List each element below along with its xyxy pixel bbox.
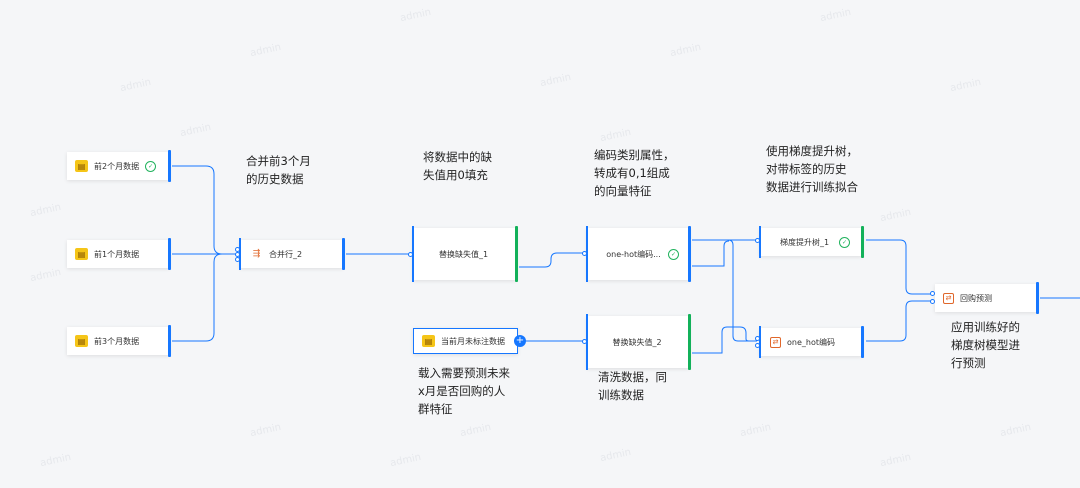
note-fill-missing: 将数据中的缺 失值用0填充 xyxy=(423,150,492,182)
node-merge-rows[interactable]: ⇶ 合并行_2 xyxy=(239,238,345,270)
node-prev3-data[interactable]: ▤ 前3个月数据 xyxy=(67,325,171,357)
check-circle-icon: ✓ xyxy=(668,248,679,260)
note-predict: 应用训练好的 梯度树模型进 行预测 xyxy=(951,320,1020,370)
check-circle-icon: ✓ xyxy=(839,236,850,248)
input-port-dot[interactable] xyxy=(930,299,935,304)
node-label: one-hot编码... xyxy=(606,249,661,259)
node-gbdt[interactable]: 梯度提升树_1 ✓ xyxy=(759,226,864,258)
database-icon: ▤ xyxy=(75,160,88,172)
node-replace-missing-1[interactable]: 替换缺失值_1 xyxy=(412,226,518,282)
database-icon: ▤ xyxy=(422,335,435,347)
output-port[interactable] xyxy=(861,326,864,358)
output-port[interactable] xyxy=(861,226,864,258)
node-label: 替换缺失值_2 xyxy=(612,337,662,347)
note-clean-data: 清洗数据，同 训练数据 xyxy=(598,370,667,402)
output-port[interactable] xyxy=(168,325,171,357)
edge-prev2-merge xyxy=(172,165,238,255)
input-port[interactable] xyxy=(759,226,761,258)
note-load-data: 载入需要预测未来 x月是否回购的人 群特征 xyxy=(418,366,510,416)
edge-replace1-onehot xyxy=(519,252,584,268)
output-port[interactable] xyxy=(688,226,691,282)
node-label: 合并行_2 xyxy=(269,249,303,259)
input-port[interactable] xyxy=(412,226,414,282)
input-port-dot[interactable] xyxy=(235,257,240,262)
node-label: 前1个月数据 xyxy=(94,249,140,259)
input-port-dot[interactable] xyxy=(235,252,240,257)
edge-prev3-merge xyxy=(172,253,238,342)
output-port[interactable] xyxy=(342,238,345,270)
output-port[interactable] xyxy=(1036,282,1039,314)
node-current-month-data[interactable]: ▤ 当前月未标注数据 xyxy=(413,328,518,354)
node-prev2-data[interactable]: ▤ 前2个月数据 ✓ xyxy=(67,150,171,182)
input-port[interactable] xyxy=(586,226,588,282)
edge-onehot-model xyxy=(692,239,757,342)
node-label: 前2个月数据 xyxy=(94,161,140,171)
edge-gbdt-predict xyxy=(866,239,932,295)
node-prev1-data[interactable]: ▤ 前1个月数据 xyxy=(67,238,171,270)
input-port-dot[interactable] xyxy=(755,343,760,348)
note-merge: 合并前3个月 的历史数据 xyxy=(246,154,311,186)
input-port[interactable] xyxy=(239,238,241,270)
output-port[interactable] xyxy=(515,226,518,282)
node-label: 当前月未标注数据 xyxy=(441,336,505,346)
input-port-dot[interactable] xyxy=(930,291,935,296)
input-port-dot[interactable] xyxy=(755,336,760,341)
plus-port-icon[interactable]: + xyxy=(514,335,526,347)
note-encode: 编码类别属性， 转成有0,1组成 的向量特征 xyxy=(594,148,675,198)
input-port-dot[interactable] xyxy=(408,252,413,257)
input-port-dot[interactable] xyxy=(755,238,760,243)
node-label: 回购预测 xyxy=(960,293,992,303)
check-circle-icon: ✓ xyxy=(145,160,157,172)
input-port[interactable] xyxy=(759,326,761,358)
input-port-dot[interactable] xyxy=(582,339,587,344)
node-onehot-encode-apply[interactable]: ⇄ one_hot编码 xyxy=(759,326,864,358)
node-label: one_hot编码 xyxy=(787,337,835,347)
input-port-dot[interactable] xyxy=(582,251,587,256)
node-onehot-encode-train[interactable]: one-hot编码... ✓ xyxy=(586,226,691,282)
input-port[interactable] xyxy=(586,314,588,370)
edge-replace2-onehot2 xyxy=(692,326,757,354)
node-label: 梯度提升树_1 xyxy=(779,237,830,247)
output-port[interactable] xyxy=(688,314,691,370)
encode-icon: ⇄ xyxy=(770,336,781,348)
database-icon: ▤ xyxy=(75,248,88,260)
edge-onehot-out2 xyxy=(692,240,730,267)
node-label: 替换缺失值_1 xyxy=(438,249,489,259)
node-replace-missing-2[interactable]: 替换缺失值_2 xyxy=(586,314,691,370)
output-port[interactable] xyxy=(168,150,171,182)
edge-onehot2-predict xyxy=(866,300,932,342)
note-gbdt: 使用梯度提升树， 对带标签的历史 数据进行训练拟合 xyxy=(766,144,858,194)
merge-rows-icon: ⇶ xyxy=(252,249,261,259)
node-repurchase-predict[interactable]: ⇄ 回购预测 xyxy=(935,282,1039,314)
database-icon: ▤ xyxy=(75,335,88,347)
predict-icon: ⇄ xyxy=(943,292,954,304)
output-port[interactable] xyxy=(168,238,171,270)
input-port-dot[interactable] xyxy=(235,247,240,252)
node-label: 前3个月数据 xyxy=(94,336,140,346)
